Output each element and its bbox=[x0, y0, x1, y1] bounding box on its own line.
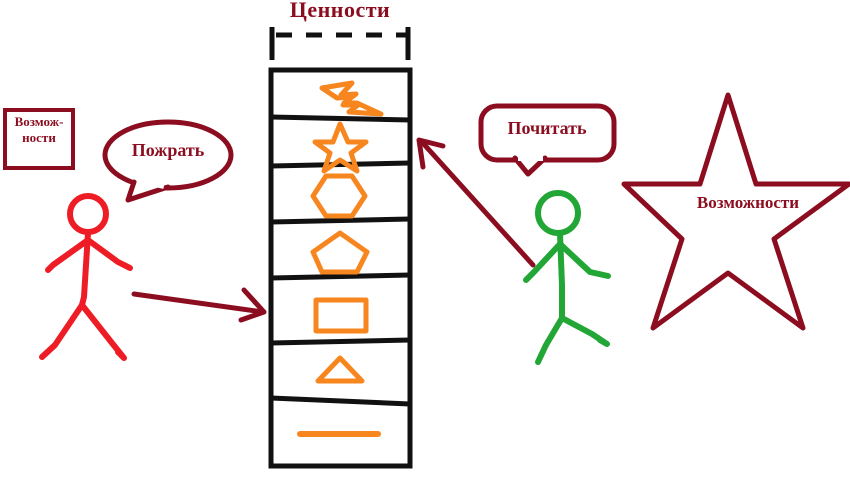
speech-bubble-read-body bbox=[478, 103, 617, 163]
page-title: Ценности bbox=[289, 0, 391, 22]
arrow-left-to-stack bbox=[131, 287, 267, 323]
green-figure-right-arm bbox=[557, 241, 611, 279]
opportunities-box-label-line1: Возмож- bbox=[14, 114, 64, 129]
red-figure-right-arm bbox=[85, 237, 133, 271]
opportunities-box-label: Возмож- ности bbox=[3, 114, 75, 146]
arrow-left-head bbox=[238, 287, 267, 323]
red-figure-head bbox=[67, 193, 109, 235]
red-figure-left-leg bbox=[39, 302, 85, 360]
stack-separator-3 bbox=[270, 216, 411, 225]
stack-separator-6 bbox=[270, 395, 411, 407]
arrow-right-to-stack bbox=[416, 137, 536, 268]
big-star-label: Возможности bbox=[696, 193, 800, 212]
red-figure-left-arm bbox=[45, 237, 91, 273]
green-figure-right-leg bbox=[559, 315, 610, 347]
opportunities-box bbox=[3, 108, 75, 170]
triangle-icon bbox=[315, 355, 365, 384]
speech-bubble-eat-tail-mask bbox=[136, 177, 165, 189]
speech-bubble-eat bbox=[102, 119, 234, 203]
arrow-right-shaft bbox=[418, 138, 536, 268]
green-figure-body bbox=[557, 231, 565, 321]
green-figure-head bbox=[535, 190, 581, 236]
arrow-left-shaft bbox=[131, 291, 266, 315]
speech-bubble-read-label: Почитать bbox=[507, 118, 587, 138]
big-star-shape bbox=[621, 92, 850, 331]
speech-bubble-read-tail bbox=[512, 155, 548, 177]
arrow-right-head bbox=[416, 137, 446, 170]
lightning-bolt-icon bbox=[319, 80, 384, 117]
green-figure-left-leg bbox=[535, 315, 565, 365]
pentagon-icon bbox=[310, 230, 370, 275]
speech-bubble-eat-label: Пожрать bbox=[131, 140, 205, 160]
rectangle-icon bbox=[313, 297, 369, 334]
values-stack bbox=[268, 27, 413, 469]
stack-separator-4 bbox=[270, 272, 411, 281]
red-stick-figure bbox=[39, 193, 133, 361]
opportunities-box-label-line2: ности bbox=[22, 130, 56, 145]
hexagon-icon bbox=[310, 173, 368, 219]
green-figure-left-arm bbox=[523, 241, 563, 283]
star-icon bbox=[312, 121, 369, 174]
stack-separator-1 bbox=[270, 114, 411, 123]
speech-bubble-read bbox=[478, 103, 617, 177]
red-figure-right-leg bbox=[79, 302, 127, 361]
stack-separator-5 bbox=[270, 337, 411, 346]
stack-separator-2 bbox=[270, 160, 411, 169]
green-stick-figure bbox=[523, 190, 611, 365]
stack-outer-frame bbox=[268, 67, 413, 469]
